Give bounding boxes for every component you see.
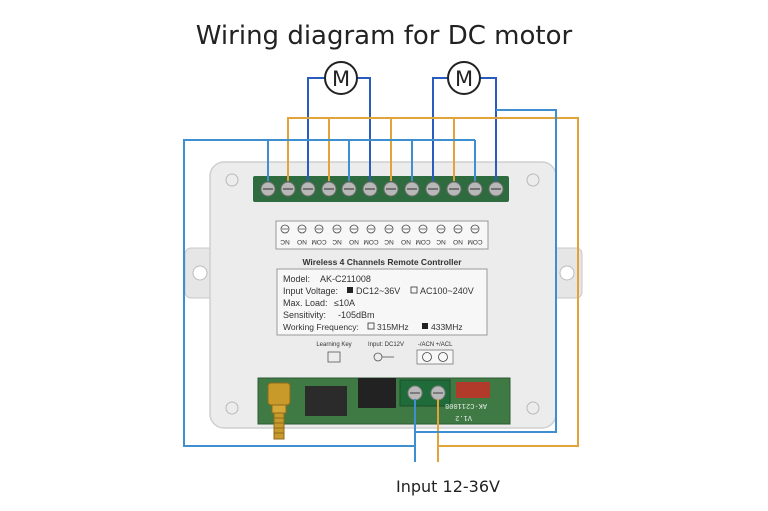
terminal-label-screw-icon-5 [349, 224, 359, 234]
spec-panel: Wireless 4 Channels Remote Controller Mo… [276, 257, 488, 336]
terminal-label-3: COM [311, 238, 326, 245]
output-terminal-block [253, 176, 509, 202]
learning-key-label: Learning Key [316, 342, 351, 348]
sensitivity-label: Sensitivity: [283, 310, 326, 320]
terminal-label-10: NC [436, 238, 446, 245]
antenna-connector [273, 412, 285, 440]
terminal-label-screw-icon-4 [332, 224, 342, 234]
voltage-ac: AC100~240V [420, 286, 474, 296]
spec-box [276, 268, 488, 336]
sensitivity-value: -105dBm [338, 310, 375, 320]
input-label-box [416, 349, 454, 365]
terminal-label-9: COM [415, 238, 430, 245]
model-label: Model: [283, 274, 310, 284]
input-caption: Input 12-36V [396, 477, 500, 496]
load-label: Max. Load: [283, 298, 328, 308]
terminal-strip [253, 176, 509, 202]
input-plus-icon [438, 352, 448, 362]
terminal-label-screw-icon-9 [418, 224, 428, 234]
terminal-label-box [275, 220, 489, 250]
motor-1-wire-right [357, 77, 371, 181]
input-minus-icon [422, 352, 432, 362]
voltage-ac-checkbox [410, 286, 418, 294]
freq-b: 433MHz [431, 322, 463, 332]
diagram-title: Wiring diagram for DC motor [196, 21, 573, 51]
motor-1-symbol [324, 61, 358, 95]
input-minus-label: -/ACN [418, 342, 434, 348]
terminal-label-1: NC [280, 238, 290, 245]
terminal-label-5: NO [349, 238, 359, 245]
motor-2-wire-left [432, 77, 448, 181]
freq-a: 315MHz [377, 322, 409, 332]
terminal-label-8: NO [401, 238, 411, 245]
input-dc-label: Input: DC12V [368, 342, 404, 348]
lower-labels: Learning Key Input: DC12V -/ACN +/ACL [316, 342, 454, 365]
black-component [358, 378, 396, 408]
terminal-label-11: NO [453, 238, 463, 245]
terminal-label-strip: NC NO COM NC NO COM NC NO COM NC NO COM [275, 220, 489, 250]
motor-2-symbol [447, 61, 481, 95]
pcb-code-text: AK-C211008 [445, 401, 487, 409]
freq-a-checkbox [367, 322, 375, 330]
terminal-label-screw-icon-3 [314, 224, 324, 234]
terminal-label-4: NC [332, 238, 342, 245]
screw-bottom-left [225, 401, 239, 415]
terminal-label-screw-icon-1 [280, 224, 290, 234]
blue-right-return-wire [415, 109, 557, 433]
terminal-label-screw-icon-11 [453, 224, 463, 234]
screw-top-right [526, 173, 540, 187]
mounting-hole-left [192, 265, 208, 281]
pcb-board: AK-C211008 V1.2 [257, 377, 511, 425]
antenna-nut [271, 404, 287, 414]
antenna-base [267, 382, 291, 406]
relay-component [305, 386, 347, 416]
blue-bus-left-wire [183, 139, 415, 447]
motor-2-label: M [455, 67, 473, 91]
voltage-dc: DC12~36V [356, 286, 400, 296]
red-component [456, 382, 490, 398]
terminal-label-7: NC [384, 238, 394, 245]
motor-2: M [447, 61, 481, 95]
voltage-dc-checkbox [347, 287, 353, 293]
screw-top-left [225, 173, 239, 187]
input-plus-label: +/ACL [436, 342, 454, 348]
terminal-label-screw-icon-7 [384, 224, 394, 234]
terminal-label-screw-icon-6 [366, 224, 376, 234]
voltage-label: Input Voltage: [283, 286, 338, 296]
terminal-label-screw-icon-12 [470, 224, 480, 234]
model-value: AK-C211008 [320, 274, 371, 284]
motor-1-wire-left [307, 77, 325, 181]
motor-1-label: M [332, 67, 350, 91]
screw-bottom-right [526, 401, 540, 415]
terminal-label-screw-icon-8 [401, 224, 411, 234]
mounting-hole-right [559, 265, 575, 281]
terminal-label-6: COM [363, 238, 378, 245]
wires [183, 77, 579, 462]
learning-key-button [327, 351, 341, 363]
pcb-version-text: V1.2 [455, 413, 472, 421]
terminal-label-2: NO [297, 238, 307, 245]
motor-1: M [324, 61, 358, 95]
terminal-label-12: COM [467, 238, 482, 245]
terminal-label-screw-icon-2 [297, 224, 307, 234]
terminal-label-screw-icon-10 [436, 224, 446, 234]
antenna [267, 382, 291, 440]
frequency-label: Working Frequency: [283, 322, 359, 332]
motor-2-wire-right [480, 77, 497, 181]
load-value: ≤10A [334, 298, 355, 308]
freq-b-checkbox [422, 323, 428, 329]
panel-header: Wireless 4 Channels Remote Controller [302, 257, 462, 267]
